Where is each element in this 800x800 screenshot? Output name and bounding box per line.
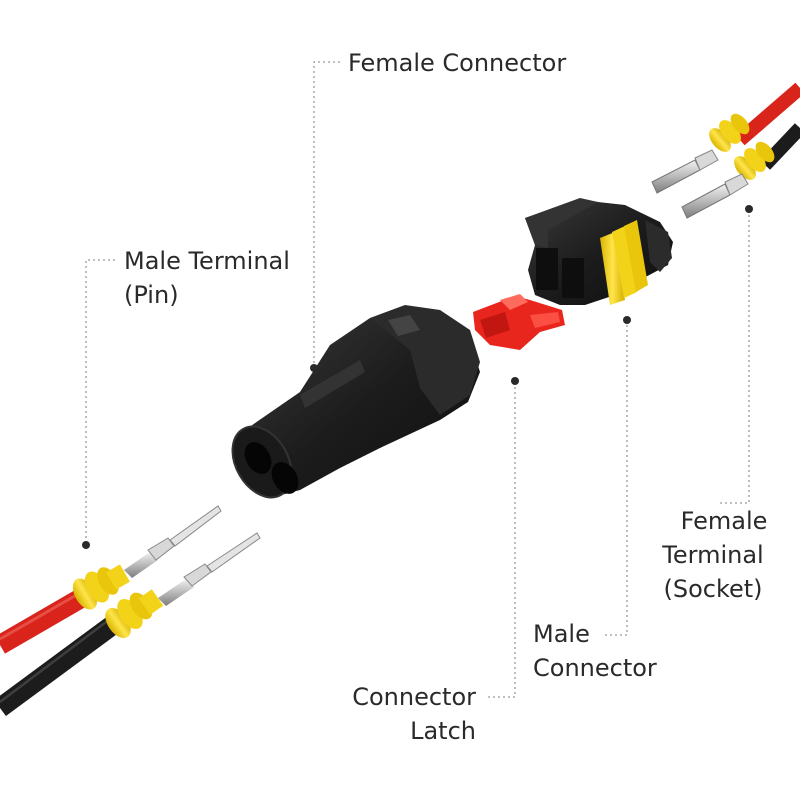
black-wire-left [0, 609, 128, 717]
label-male-terminal: Male Terminal (Pin) [124, 247, 290, 309]
pin-terminal-icon [158, 532, 261, 606]
socket-terminal-icon [651, 149, 719, 194]
leader-female-terminal [720, 210, 750, 504]
connector-latch-icon [473, 294, 565, 350]
wire-seal-icon [72, 564, 130, 610]
leader-male-connector [605, 320, 628, 636]
socket-terminal-icon [681, 173, 749, 219]
red-wire-right [735, 82, 800, 146]
male-connector-housing-icon [525, 198, 673, 305]
leader-male-terminal [85, 259, 115, 542]
leader-lines [85, 61, 750, 698]
leader-connector-latch [488, 382, 516, 698]
leader-female-connector [313, 61, 340, 365]
label-female-terminal: Female Terminal (Socket) [662, 507, 768, 603]
label-connector-latch: Connector Latch [352, 683, 476, 745]
leader-dots [82, 205, 753, 549]
wire-seal-icon [709, 113, 750, 152]
label-male-connector: Male Connector [533, 620, 657, 682]
wire-seal-icon [734, 141, 775, 180]
right-wire-assembly [651, 82, 800, 219]
female-connector-housing-icon [231, 305, 480, 499]
wire-seal-icon [105, 589, 164, 639]
label-female-connector: Female Connector [348, 49, 567, 77]
pin-terminal-icon [124, 505, 222, 578]
left-wire-assembly [0, 505, 261, 717]
